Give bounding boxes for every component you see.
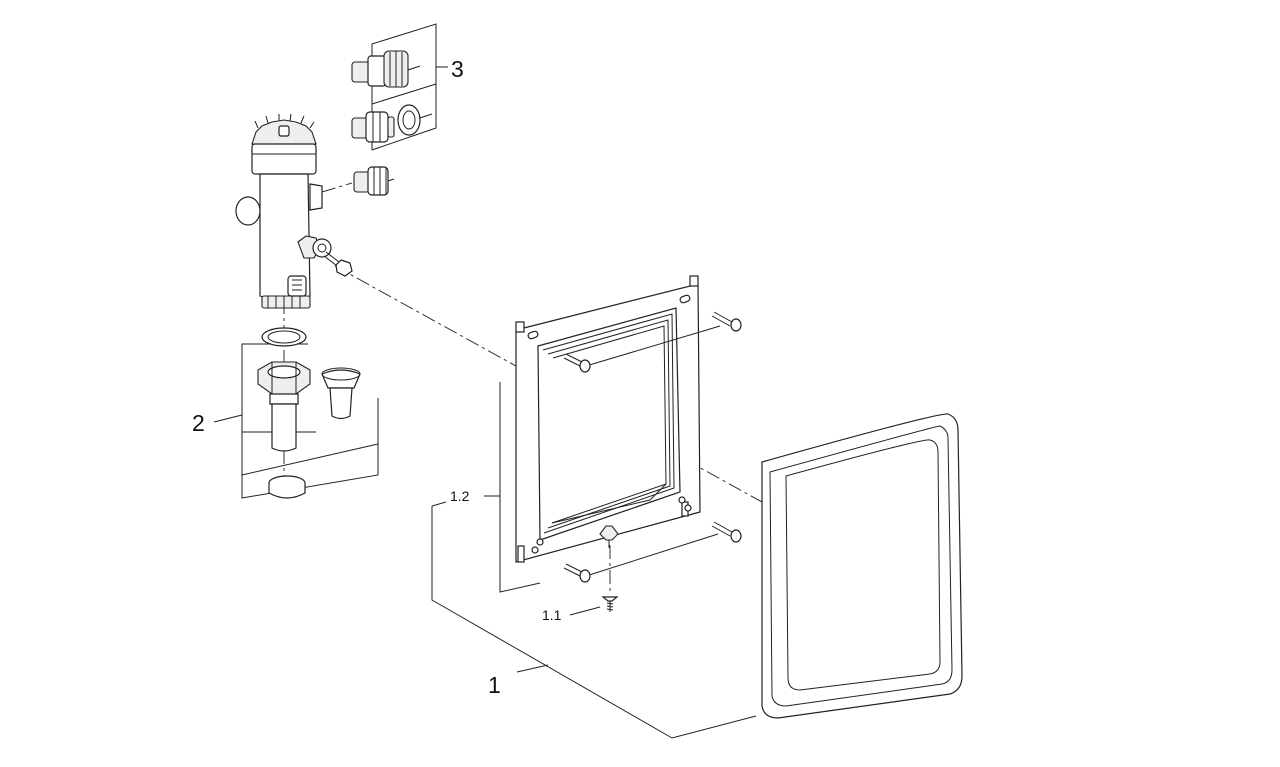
threaded-connector-bottom — [353, 166, 395, 196]
assembly-bracket-1 — [431, 501, 757, 739]
coupling-nut-with-tailpiece — [257, 361, 311, 452]
callout-3: 3 — [451, 56, 464, 82]
screw-upper-right — [711, 311, 742, 332]
o-ring — [261, 327, 307, 347]
valve-spindle — [323, 251, 353, 277]
callout-1-1-leader — [569, 606, 601, 616]
threaded-connector-middle — [351, 111, 395, 143]
threaded-connector-top — [351, 50, 421, 88]
flush-valve-body — [235, 113, 332, 309]
frame-bracket-1-2 — [484, 382, 541, 593]
screw-upper-left — [563, 353, 591, 373]
callout-1-1: 1.1 — [542, 607, 562, 623]
mounting-frame — [515, 275, 701, 563]
flat-washer — [397, 104, 433, 136]
connector-set-3 — [351, 23, 448, 196]
mounting-screws — [563, 311, 742, 612]
wood-screw-1-1 — [601, 596, 619, 612]
cover-plate — [761, 413, 963, 719]
escutcheon-cup — [321, 367, 361, 420]
tailpiece-set-2 — [213, 327, 379, 499]
pipe-cap — [268, 475, 306, 499]
screw-lower-right — [711, 521, 742, 543]
callout-1: 1 — [488, 672, 501, 698]
callout-2: 2 — [192, 410, 205, 436]
callout-1-2: 1.2 — [450, 488, 470, 504]
screw-lower-left — [563, 563, 591, 583]
